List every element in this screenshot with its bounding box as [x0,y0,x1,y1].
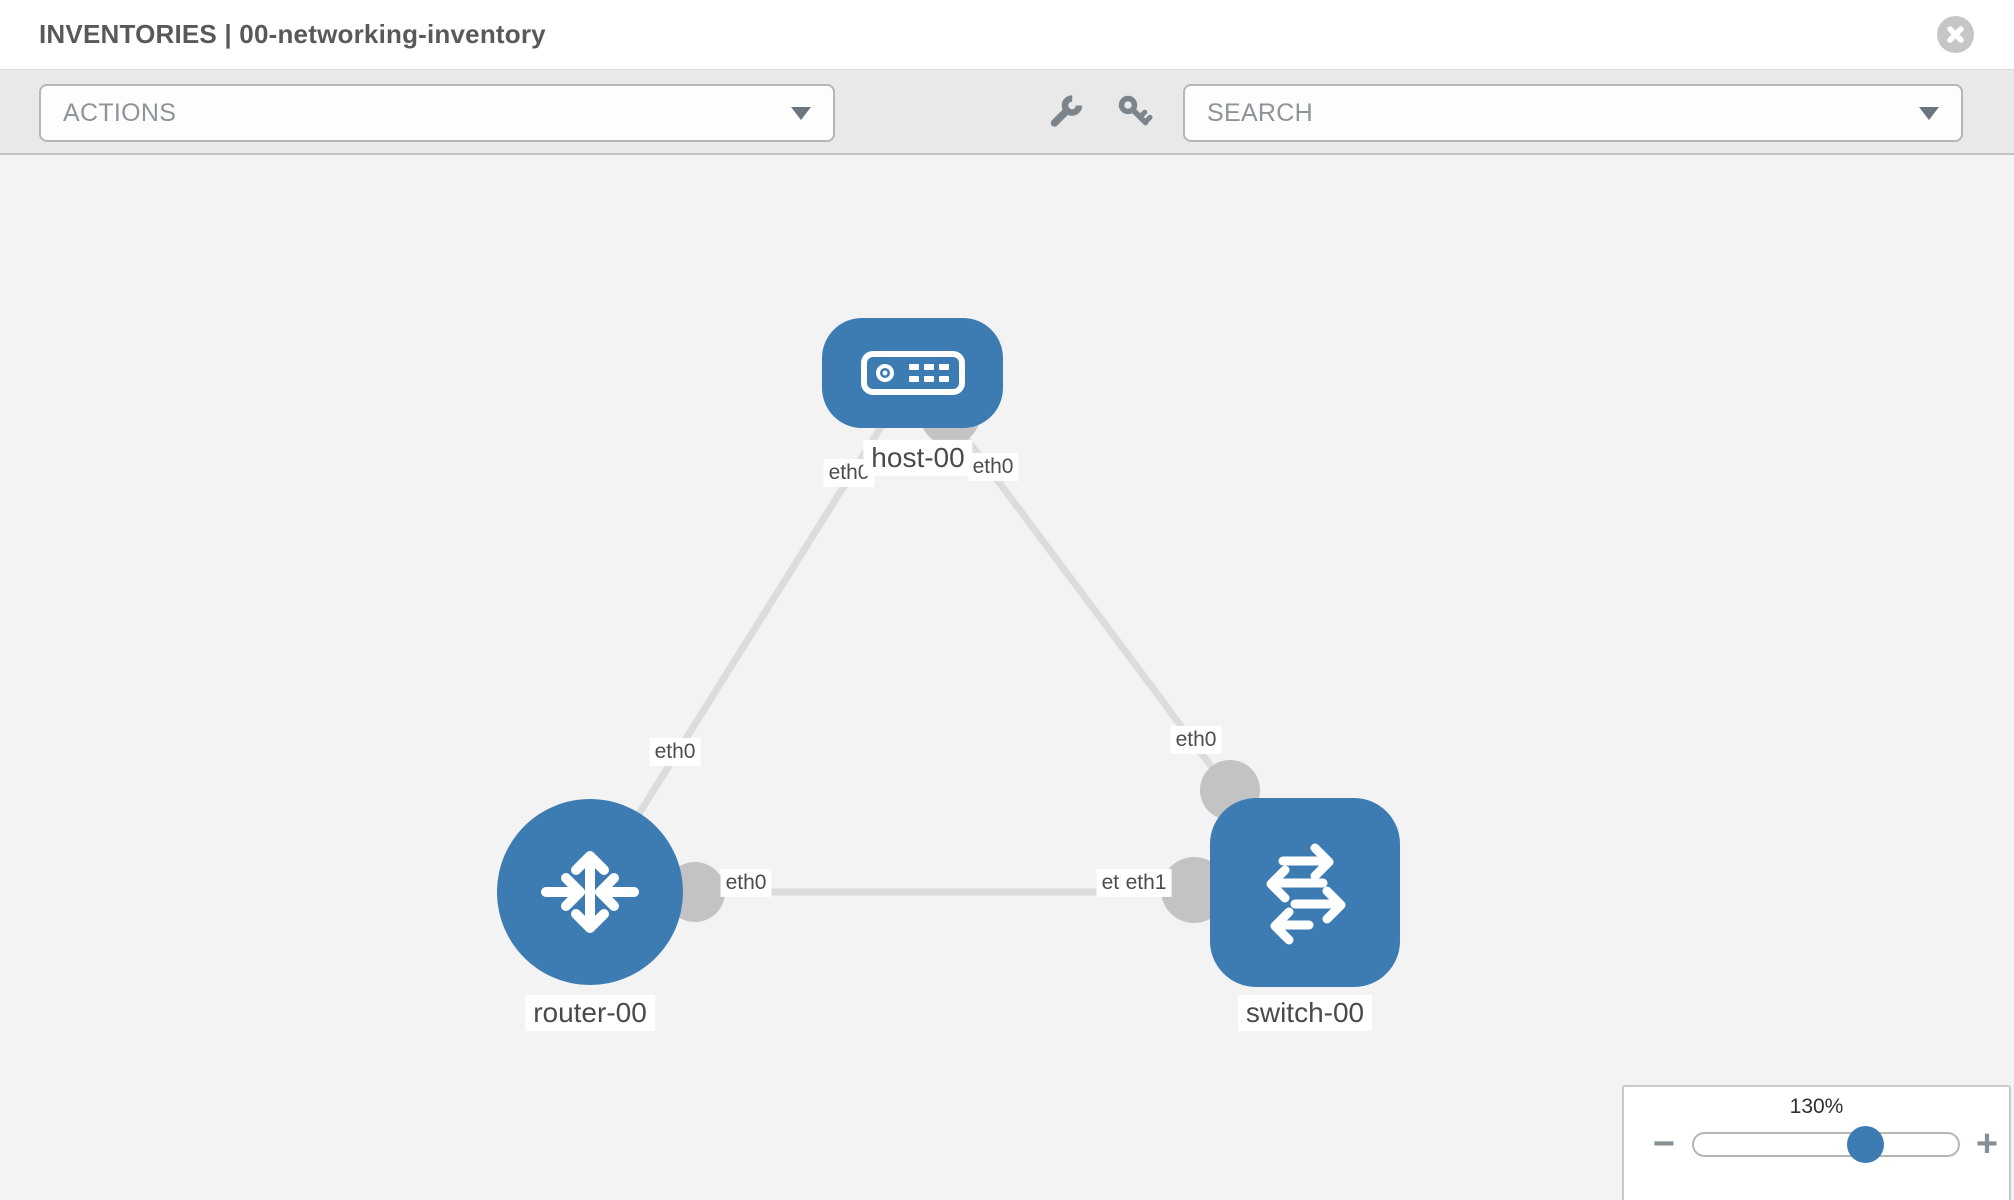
node-router-00[interactable] [497,799,683,985]
zoom-level: 130% [1789,1095,1844,1118]
toolbar: ACTIONS SEARCH [0,70,2014,155]
chevron-down-icon [1919,106,1939,120]
interface-label: eth1 [1120,868,1172,898]
node-label-switch-00: switch-00 [1237,994,1373,1032]
actions-dropdown-label: ACTIONS [63,98,177,127]
zoom-slider-track[interactable] [1692,1132,1960,1157]
host-icon [860,351,965,395]
switch-icon [1266,843,1346,944]
interface-label: eth0 [967,452,1019,482]
interface-label: eth0 [720,868,772,898]
zoom-out-button[interactable]: − [1652,1123,1676,1165]
interface-label: eth0 [1170,725,1222,755]
links-layer [587,368,1308,923]
node-label-router-00: router-00 [525,994,655,1032]
actions-dropdown[interactable]: ACTIONS [39,84,835,142]
node-switch-00[interactable] [1210,798,1400,987]
chevron-down-icon [791,106,811,120]
zoom-panel: 130% − + [1622,1085,2011,1200]
header: INVENTORIES | 00-networking-inventory [0,0,2014,70]
close-icon [1947,26,1964,43]
key-icon [1118,95,1153,125]
page-title: INVENTORIES | 00-networking-inventory [39,19,546,49]
credentials-button[interactable] [1115,93,1153,131]
topology-canvas[interactable]: eth0 eth0 eth0 eth0 eth0 eth0 eth1 host-… [0,155,2014,1200]
wrench-icon [1050,94,1083,127]
search-placeholder: SEARCH [1207,98,1313,127]
node-label-host-00: host-00 [863,439,973,477]
zoom-slider-thumb[interactable] [1847,1126,1884,1163]
node-host-00[interactable] [822,318,1003,428]
configure-tools-button[interactable] [1046,92,1086,132]
router-icon [541,851,639,933]
link-router-host [587,369,919,894]
search-dropdown[interactable]: SEARCH [1183,84,1963,142]
interface-label: eth0 [649,737,701,767]
zoom-in-button[interactable]: + [1975,1123,1999,1165]
close-button[interactable] [1937,16,1974,53]
